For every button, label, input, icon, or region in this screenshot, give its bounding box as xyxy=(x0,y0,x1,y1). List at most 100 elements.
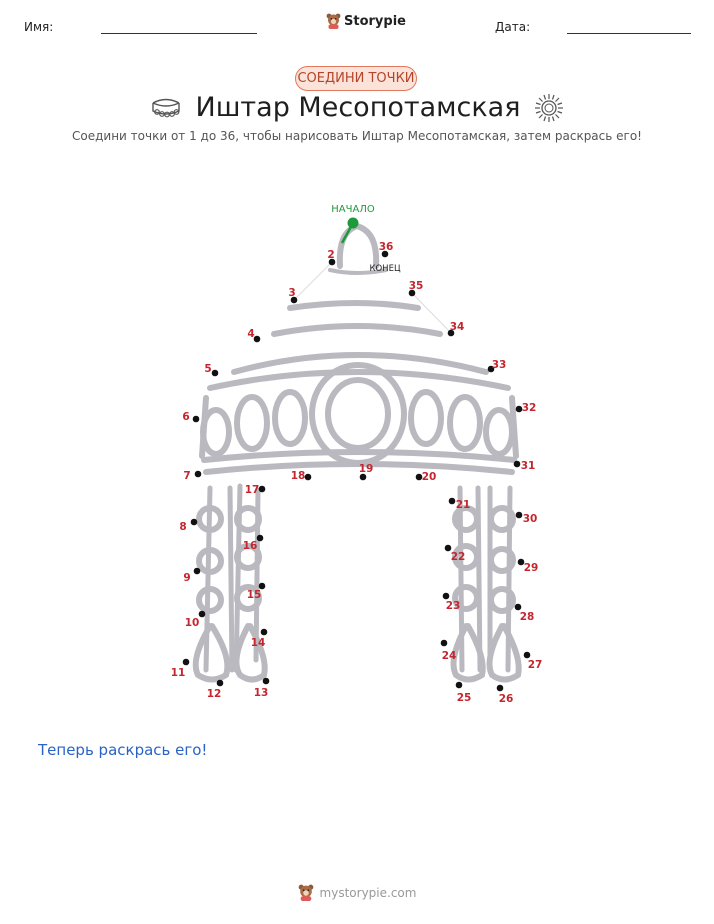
dot-number-30: 30 xyxy=(523,513,538,525)
dot-30 xyxy=(515,511,523,519)
name-line xyxy=(101,33,257,34)
crown-icon xyxy=(151,98,180,117)
dot-number-24: 24 xyxy=(442,650,457,662)
dot-number-9: 9 xyxy=(183,572,190,584)
dot-13 xyxy=(262,677,270,685)
right-bead-3 xyxy=(452,584,480,612)
dot-3 xyxy=(290,296,298,304)
dot-number-16: 16 xyxy=(243,540,258,552)
dot-2 xyxy=(328,258,336,266)
right-bead-5 xyxy=(488,546,516,574)
footer-site: mystorypie.com xyxy=(319,885,417,900)
instructions: Соедини точки от 1 до 36, чтобы нарисова… xyxy=(72,129,642,143)
sun-icon xyxy=(535,93,564,122)
dot-number-32: 32 xyxy=(522,402,537,414)
dot-number-12: 12 xyxy=(207,688,222,700)
dot-26 xyxy=(496,684,504,692)
center-oval-inner xyxy=(325,377,391,451)
oval-3 xyxy=(272,389,308,447)
dot-number-10: 10 xyxy=(185,617,200,629)
right-bead-6 xyxy=(488,586,516,614)
oval-1 xyxy=(200,407,232,457)
left-bead-5 xyxy=(234,543,262,571)
dot-33 xyxy=(487,365,495,373)
right-bead-2 xyxy=(452,543,480,571)
oval-2 xyxy=(234,394,270,452)
dot-number-13: 13 xyxy=(254,687,269,699)
dot-27 xyxy=(523,651,531,659)
dot-number-23: 23 xyxy=(446,600,461,612)
page-title: Иштар Месопотамская xyxy=(195,92,521,123)
dome-band-3 xyxy=(231,352,489,375)
dot-16 xyxy=(256,534,264,542)
dot-17 xyxy=(258,485,266,493)
dot-number-34: 34 xyxy=(450,321,465,333)
left-drop-1 xyxy=(192,623,231,683)
dot-15 xyxy=(258,582,266,590)
band-lower-1 xyxy=(201,449,517,463)
start-label: НАЧАЛО xyxy=(331,204,375,215)
dot-number-20: 20 xyxy=(422,471,437,483)
dot-number-8: 8 xyxy=(179,521,186,533)
oval-6 xyxy=(483,407,515,457)
title-row: Иштар Месопотамская xyxy=(0,92,714,123)
right-drop-1 xyxy=(450,623,486,683)
dot-7 xyxy=(194,470,202,478)
dot-number-17: 17 xyxy=(245,484,260,496)
oval-4 xyxy=(408,389,444,447)
dot-number-5: 5 xyxy=(204,363,211,375)
dot-24 xyxy=(440,639,448,647)
brand-name: Storypie xyxy=(344,13,406,29)
dot-number-3: 3 xyxy=(288,287,295,299)
dot-number-19: 19 xyxy=(359,463,374,475)
oval-5 xyxy=(447,394,483,452)
left-bead-2 xyxy=(196,547,224,575)
dot-number-35: 35 xyxy=(409,280,424,292)
dot-36 xyxy=(381,250,389,258)
bear-icon xyxy=(326,13,341,29)
dot-12 xyxy=(216,679,224,687)
right-bead-1 xyxy=(452,505,480,533)
dot-number-7: 7 xyxy=(183,470,190,482)
dot-20 xyxy=(415,473,423,481)
bear-icon xyxy=(298,884,313,901)
dot-11 xyxy=(182,658,190,666)
dot-34 xyxy=(447,329,455,337)
dot-number-31: 31 xyxy=(521,460,536,472)
crown-outline xyxy=(192,222,522,683)
center-oval-outer xyxy=(309,362,407,466)
dot-number-26: 26 xyxy=(499,693,514,705)
brand-logo: Storypie xyxy=(326,13,406,29)
left-bead-4 xyxy=(234,505,262,533)
name-label: Имя: xyxy=(24,20,54,34)
knob-base xyxy=(328,268,388,275)
top-knob xyxy=(336,222,380,269)
dot-31 xyxy=(513,460,521,468)
end-label: КОНЕЦ xyxy=(369,264,400,274)
dot-23 xyxy=(442,592,450,600)
dot-35 xyxy=(408,289,416,297)
dot-number-33: 33 xyxy=(492,359,507,371)
dot-number-11: 11 xyxy=(171,667,186,679)
dot-6 xyxy=(192,415,200,423)
left-bead-6 xyxy=(234,584,262,612)
footer: mystorypie.com xyxy=(0,884,714,901)
dot-4 xyxy=(253,335,261,343)
dot-10 xyxy=(198,610,206,618)
dot-29 xyxy=(517,558,525,566)
dot-28 xyxy=(514,603,522,611)
dot-number-22: 22 xyxy=(451,551,466,563)
date-label: Дата: xyxy=(495,20,531,34)
color-it-prompt: Теперь раскрась его! xyxy=(38,741,208,759)
dot-number-6: 6 xyxy=(182,411,189,423)
dome-band-4 xyxy=(207,369,511,391)
dot-14 xyxy=(260,628,268,636)
dot-number-28: 28 xyxy=(520,611,535,623)
dot-5 xyxy=(211,369,219,377)
dot-number-27: 27 xyxy=(528,659,543,671)
dot-number-21: 21 xyxy=(456,499,471,511)
guide-lines xyxy=(293,261,452,334)
date-line xyxy=(567,33,691,34)
